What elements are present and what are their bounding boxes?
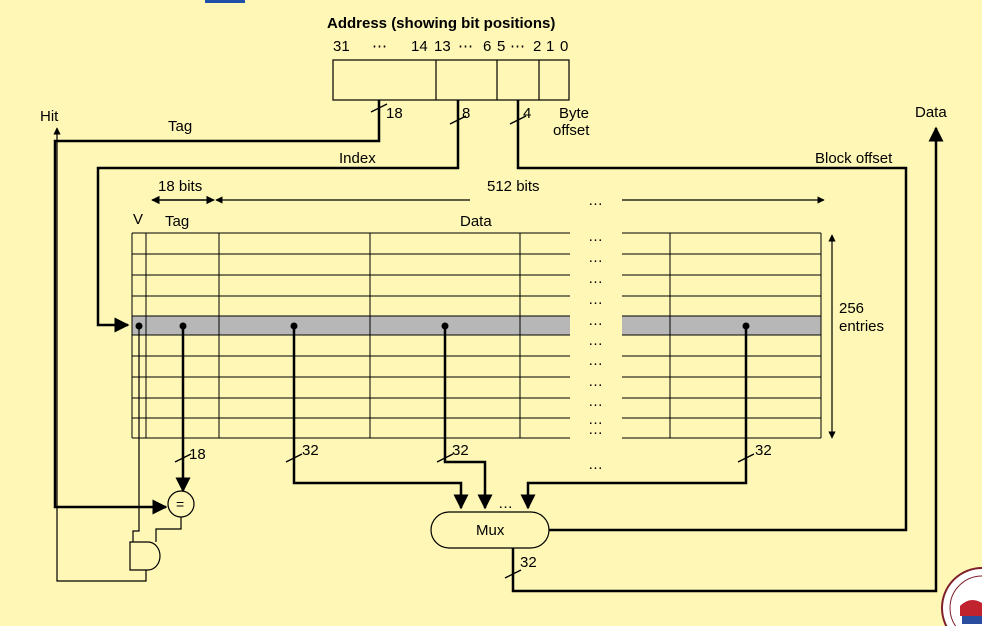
row-ellipsis-11: … <box>588 421 603 438</box>
tag-bits-label: 18 bits <box>158 178 203 195</box>
address-title: Address (showing bit positions) <box>327 15 556 32</box>
bit-14: 14 <box>411 38 428 55</box>
offset-width: 4 <box>523 105 532 122</box>
bit-dots-1: ⋯ <box>372 38 387 55</box>
university-seal <box>941 567 982 626</box>
tag-wire <box>53 100 381 515</box>
bit-13: 13 <box>434 38 451 55</box>
index-wire <box>96 100 460 333</box>
byte-offset-line2: offset <box>553 122 590 139</box>
tag-width: 18 <box>386 105 403 122</box>
row-ellipsis-1: … <box>588 228 603 245</box>
index-width: 8 <box>462 105 471 122</box>
bit-2: 2 <box>533 38 542 55</box>
row-taps <box>132 322 755 542</box>
block-offset-label: Block offset <box>815 150 893 167</box>
row-ellipsis-4: … <box>588 291 603 308</box>
top-bar <box>0 0 982 6</box>
and-gate <box>129 541 161 571</box>
col-data: Data <box>460 213 492 230</box>
tag-path-width: 18 <box>189 446 206 463</box>
mux-label: Mux <box>476 522 505 539</box>
row-ellipsis-3: … <box>588 270 603 287</box>
data-path-width-3: 32 <box>755 442 772 459</box>
row-ellipsis-8: … <box>588 373 603 390</box>
bit-dots-3: ⋯ <box>510 38 525 55</box>
bit-0: 0 <box>560 38 569 55</box>
mux-output-width: 32 <box>520 554 537 571</box>
entries-count: 256 <box>839 300 865 317</box>
mux-input-ellipsis: … <box>498 495 513 512</box>
row-ellipsis-9: … <box>588 393 603 410</box>
data-wire <box>511 126 944 593</box>
row-ellipsis-10: … <box>588 411 603 428</box>
bit-6: 6 <box>483 38 492 55</box>
row-ellipsis-5: … <box>588 312 603 329</box>
row-ellipsis-6: … <box>588 332 603 349</box>
mux <box>430 511 550 549</box>
bit-dots-2: ⋯ <box>458 38 473 55</box>
bits-ellipsis: … <box>588 192 603 209</box>
data-path-width-1: 32 <box>302 442 319 459</box>
address-register <box>332 59 570 101</box>
hit-label: Hit <box>40 108 59 125</box>
entries-label: entries <box>839 318 885 335</box>
bit-1: 1 <box>546 38 555 55</box>
bit-31: 31 <box>333 38 350 55</box>
bit-5: 5 <box>497 38 506 55</box>
cache-table <box>131 232 822 439</box>
index-label: Index <box>339 150 376 167</box>
col-tag: Tag <box>165 213 190 230</box>
row-ellipsis-7: … <box>588 352 603 369</box>
data-path-width-2: 32 <box>452 442 469 459</box>
data-output-label: Data <box>915 104 947 121</box>
col-v: V <box>133 211 144 228</box>
block-offset-wire <box>516 100 908 532</box>
data-bits-label: 512 bits <box>487 178 540 195</box>
equal-symbol: = <box>176 496 185 512</box>
title-fragment <box>205 0 245 3</box>
row-ellipsis-2: … <box>588 249 603 266</box>
tag-label: Tag <box>168 118 193 135</box>
cache-diagram <box>53 59 944 593</box>
below-ellipsis: … <box>588 456 603 473</box>
byte-offset-line1: Byte <box>559 105 590 122</box>
hit-wire <box>53 127 147 582</box>
tag-comparator <box>155 490 195 542</box>
